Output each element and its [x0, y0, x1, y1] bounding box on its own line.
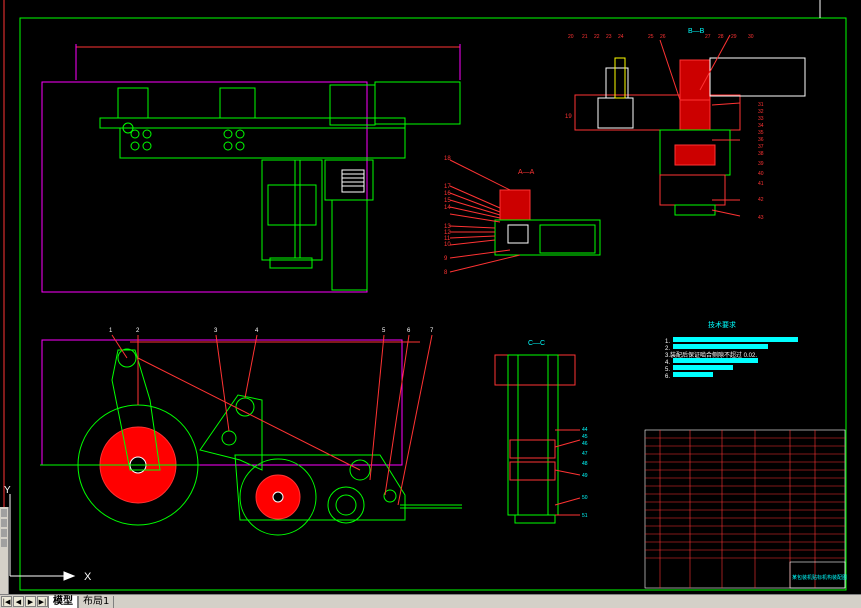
title-block-name: 某包装机贴标机构装配图: [792, 574, 847, 581]
svg-text:11: 11: [444, 236, 451, 242]
svg-text:30: 30: [748, 34, 754, 40]
svg-text:20: 20: [568, 34, 574, 40]
svg-text:14: 14: [444, 205, 451, 211]
svg-text:3.装配后保证啮合侧隙不超过 0.02.: 3.装配后保证啮合侧隙不超过 0.02.: [665, 351, 757, 359]
svg-text:10: 10: [444, 242, 451, 248]
parts-list-table: [644, 429, 846, 589]
toolstrip-button[interactable]: [1, 529, 7, 537]
toolstrip-button[interactable]: [1, 539, 7, 547]
section-bb-right-balloons: 31 32 33 34 35 36 37 38 39 40 41 42 43: [758, 102, 764, 221]
svg-text:40: 40: [758, 171, 764, 177]
tech-requirements: 技术要求 1. 2. 3.装配后保证啮合侧隙不超过 0.02. 4. 5. 6.: [665, 320, 798, 380]
svg-text:16: 16: [444, 191, 451, 197]
svg-text:13: 13: [444, 224, 451, 230]
svg-text:17: 17: [444, 184, 451, 190]
svg-text:7: 7: [430, 328, 434, 334]
tab-model[interactable]: 模型: [48, 595, 78, 608]
section-bb-label: B—B: [688, 28, 705, 35]
front-view-balloons: 1 2 3 4 5 6 7: [109, 328, 434, 334]
svg-text:23: 23: [606, 34, 612, 40]
section-cc-label: C—C: [528, 340, 545, 347]
front-view: [40, 334, 462, 536]
tech-requirements-title: 技术要求: [708, 320, 736, 329]
svg-text:5.: 5.: [665, 367, 670, 373]
ucs-icon: [9, 494, 76, 581]
svg-text:22: 22: [594, 34, 600, 40]
section-aa-balloons: 18 17 16 15 14 13 12 11 10 9 8: [444, 156, 451, 276]
svg-text:33: 33: [758, 116, 764, 122]
svg-text:43: 43: [758, 215, 764, 221]
drawing-canvas[interactable]: A—A 18 17 16 15 14 13 12 11 10 9 8 B—B 1…: [0, 0, 861, 594]
next-tab-button[interactable]: ▶: [25, 596, 36, 607]
svg-text:42: 42: [758, 197, 764, 203]
svg-text:1.: 1.: [665, 339, 670, 345]
svg-text:34: 34: [758, 123, 764, 129]
svg-text:51: 51: [582, 513, 588, 519]
section-aa-view: [449, 159, 601, 273]
section-cc-balloons: 44 45 46 47 48 49 50 51: [582, 427, 588, 519]
section-aa-label: A—A: [518, 169, 535, 176]
ucs-y-label: Y: [4, 485, 11, 496]
svg-text:2.: 2.: [665, 346, 670, 352]
svg-text:48: 48: [582, 461, 588, 467]
ucs-x-label: X: [84, 571, 92, 583]
svg-text:35: 35: [758, 130, 764, 136]
toolstrip-button[interactable]: [1, 509, 7, 517]
section-bb-view: [574, 34, 806, 217]
svg-text:18: 18: [444, 156, 451, 162]
svg-text:47: 47: [582, 451, 588, 457]
svg-text:6: 6: [407, 328, 411, 334]
section-cc-view: [494, 354, 581, 524]
tab-layout1[interactable]: 布局1: [78, 595, 115, 608]
section-bb-balloon-19: 19: [565, 114, 572, 120]
svg-text:28: 28: [718, 34, 724, 40]
svg-text:29: 29: [731, 34, 737, 40]
svg-text:26: 26: [660, 34, 666, 40]
svg-text:6.: 6.: [665, 374, 670, 380]
svg-text:4: 4: [255, 328, 259, 334]
toolstrip-button[interactable]: [1, 519, 7, 527]
svg-text:49: 49: [582, 473, 588, 479]
svg-text:4.: 4.: [665, 360, 670, 366]
layout-tab-bar: |◀ ◀ ▶ ▶| 模型 布局1: [0, 594, 861, 608]
svg-text:41: 41: [758, 181, 764, 187]
svg-text:21: 21: [582, 34, 588, 40]
first-tab-button[interactable]: |◀: [1, 596, 12, 607]
section-bb-top-balloons: 20 21 22 23 24 25 26 27 28 29 30: [568, 34, 754, 40]
svg-text:8: 8: [444, 270, 448, 276]
left-toolstrip: [0, 507, 9, 594]
svg-text:50: 50: [582, 495, 588, 501]
svg-text:45: 45: [582, 434, 588, 440]
svg-text:2: 2: [136, 328, 140, 334]
svg-text:44: 44: [582, 427, 588, 433]
svg-text:32: 32: [758, 109, 764, 115]
svg-text:36: 36: [758, 137, 764, 143]
top-view: [41, 44, 461, 293]
svg-text:15: 15: [444, 198, 451, 204]
svg-text:9: 9: [444, 256, 448, 262]
svg-text:25: 25: [648, 34, 654, 40]
svg-text:46: 46: [582, 441, 588, 447]
last-tab-button[interactable]: ▶|: [37, 596, 48, 607]
svg-text:12: 12: [444, 230, 451, 236]
svg-text:27: 27: [705, 34, 711, 40]
svg-text:31: 31: [758, 102, 764, 108]
svg-text:24: 24: [618, 34, 624, 40]
prev-tab-button[interactable]: ◀: [13, 596, 24, 607]
svg-text:1: 1: [109, 328, 113, 334]
svg-text:39: 39: [758, 161, 764, 167]
svg-text:5: 5: [382, 328, 386, 334]
svg-text:3: 3: [214, 328, 218, 334]
svg-text:37: 37: [758, 144, 764, 150]
svg-text:38: 38: [758, 151, 764, 157]
